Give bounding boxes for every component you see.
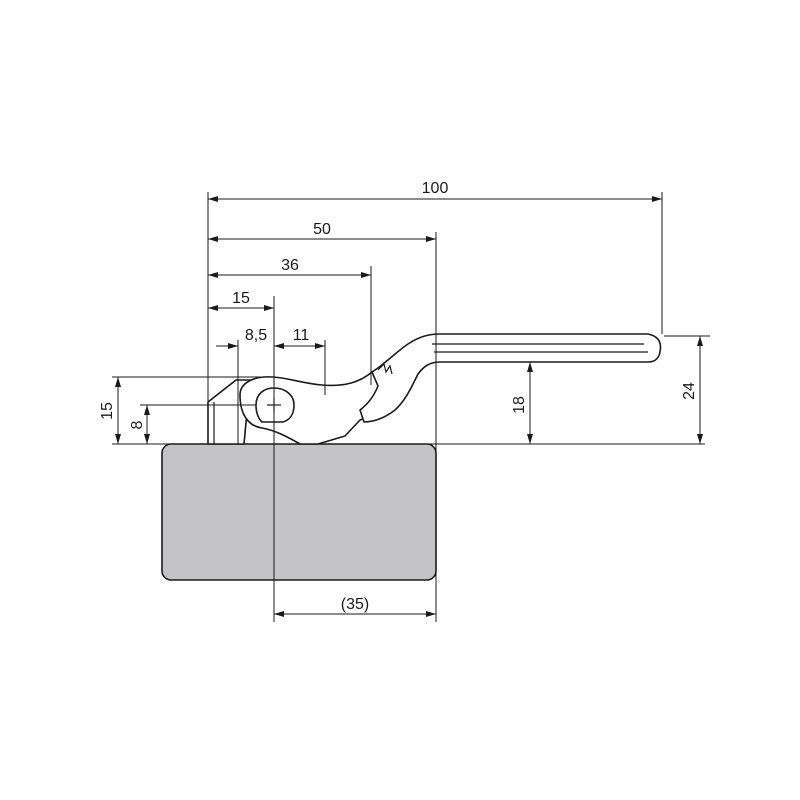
hinge-part <box>207 333 662 445</box>
dim-left-height-8: 8 <box>129 420 146 429</box>
extension-lines <box>112 192 710 622</box>
dim-pivot-offset: 8,5 <box>245 327 267 344</box>
dim-to-block-edge: 50 <box>313 221 331 238</box>
dim-height-24: 24 <box>681 382 698 400</box>
dim-base-span: (35) <box>341 596 369 613</box>
dim-height-18: 18 <box>511 396 528 414</box>
dim-left-height-15: 15 <box>99 402 116 420</box>
dim-overall-length: 100 <box>422 180 449 197</box>
dim-to-pivot: 15 <box>232 290 250 307</box>
dim-to-lever-knee: 36 <box>281 257 299 274</box>
dimension-lines <box>115 196 703 617</box>
mounting-block <box>161 443 437 581</box>
dim-pivot-span: 11 <box>293 327 310 344</box>
